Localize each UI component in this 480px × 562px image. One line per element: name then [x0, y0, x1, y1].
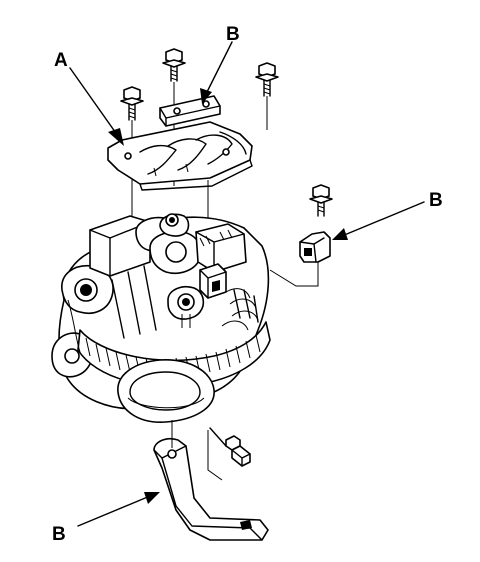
bolt-top-right [255, 62, 279, 97]
callout-arrow-b-top [200, 41, 233, 104]
bolt-bottom [209, 427, 251, 467]
callout-label-b-bottom: B [52, 524, 66, 545]
bolt-side [309, 184, 333, 217]
callout-arrow-b-right [332, 201, 425, 240]
side-connector-leader [269, 262, 319, 287]
terminal-bracket-top [159, 95, 221, 127]
bottom-bolt-guide [207, 430, 223, 481]
mounting-bracket-bottom [153, 437, 269, 541]
callout-arrow-a [69, 67, 124, 146]
callout-label-b-top: B [226, 24, 240, 45]
bolt-top-center [162, 48, 186, 82]
terminal-bracket-side [299, 231, 331, 263]
bolt-top-left [120, 86, 144, 121]
callout-label-b-right: B [429, 190, 443, 211]
alternator-cover [107, 121, 253, 191]
alternator-body [51, 213, 271, 423]
callout-label-a: A [54, 50, 68, 71]
callout-arrow-b-bottom [77, 492, 160, 527]
